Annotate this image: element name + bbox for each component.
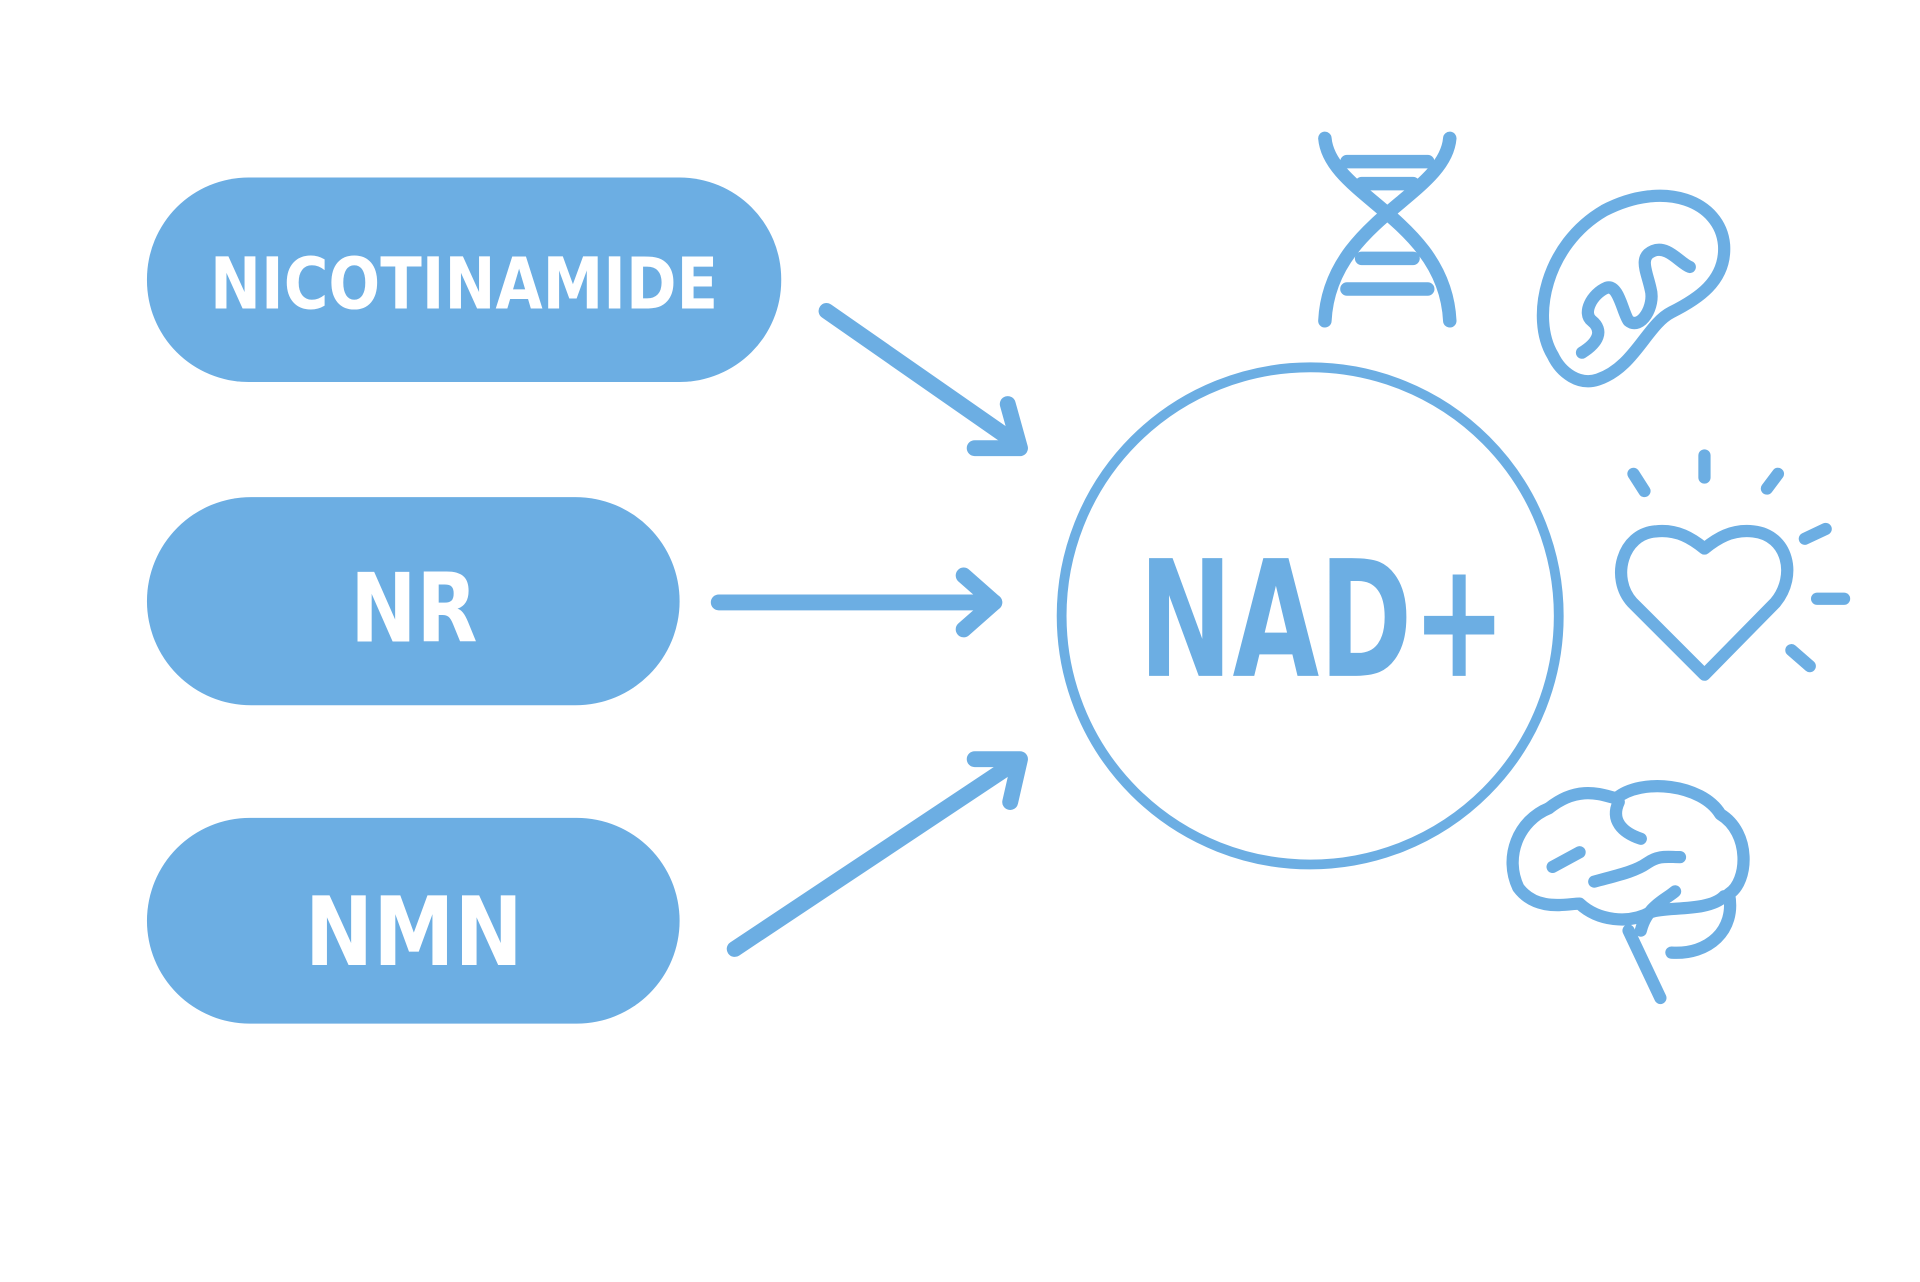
- nad-circle: [1056, 362, 1564, 870]
- nad-label: NAD+: [1139, 527, 1506, 715]
- dna-icon: [1318, 131, 1457, 328]
- arrow-nr-to-nad: [710, 567, 1003, 638]
- pill-shape: [146, 817, 680, 1024]
- heart-icon: [1615, 449, 1851, 681]
- precursor-nr: NR: [146, 497, 680, 706]
- precursor-label: NR: [350, 553, 477, 665]
- brain-icon: [1506, 780, 1750, 1005]
- precursor-nicotinamide: NICOTINAMIDE: [146, 177, 782, 383]
- pill-shape: [146, 177, 782, 383]
- precursor-label: NICOTINAMIDE: [210, 243, 718, 326]
- precursor-nmn: NMN: [146, 817, 680, 1024]
- precursor-label: NMN: [305, 876, 523, 988]
- nad-node: NAD+: [1056, 362, 1564, 870]
- mitochondria-icon: [1536, 189, 1731, 388]
- arrow-nmn-to-nad: [726, 751, 1028, 957]
- pill-shape: [146, 497, 680, 706]
- arrow-nicotinamide-to-nad: [818, 303, 1028, 457]
